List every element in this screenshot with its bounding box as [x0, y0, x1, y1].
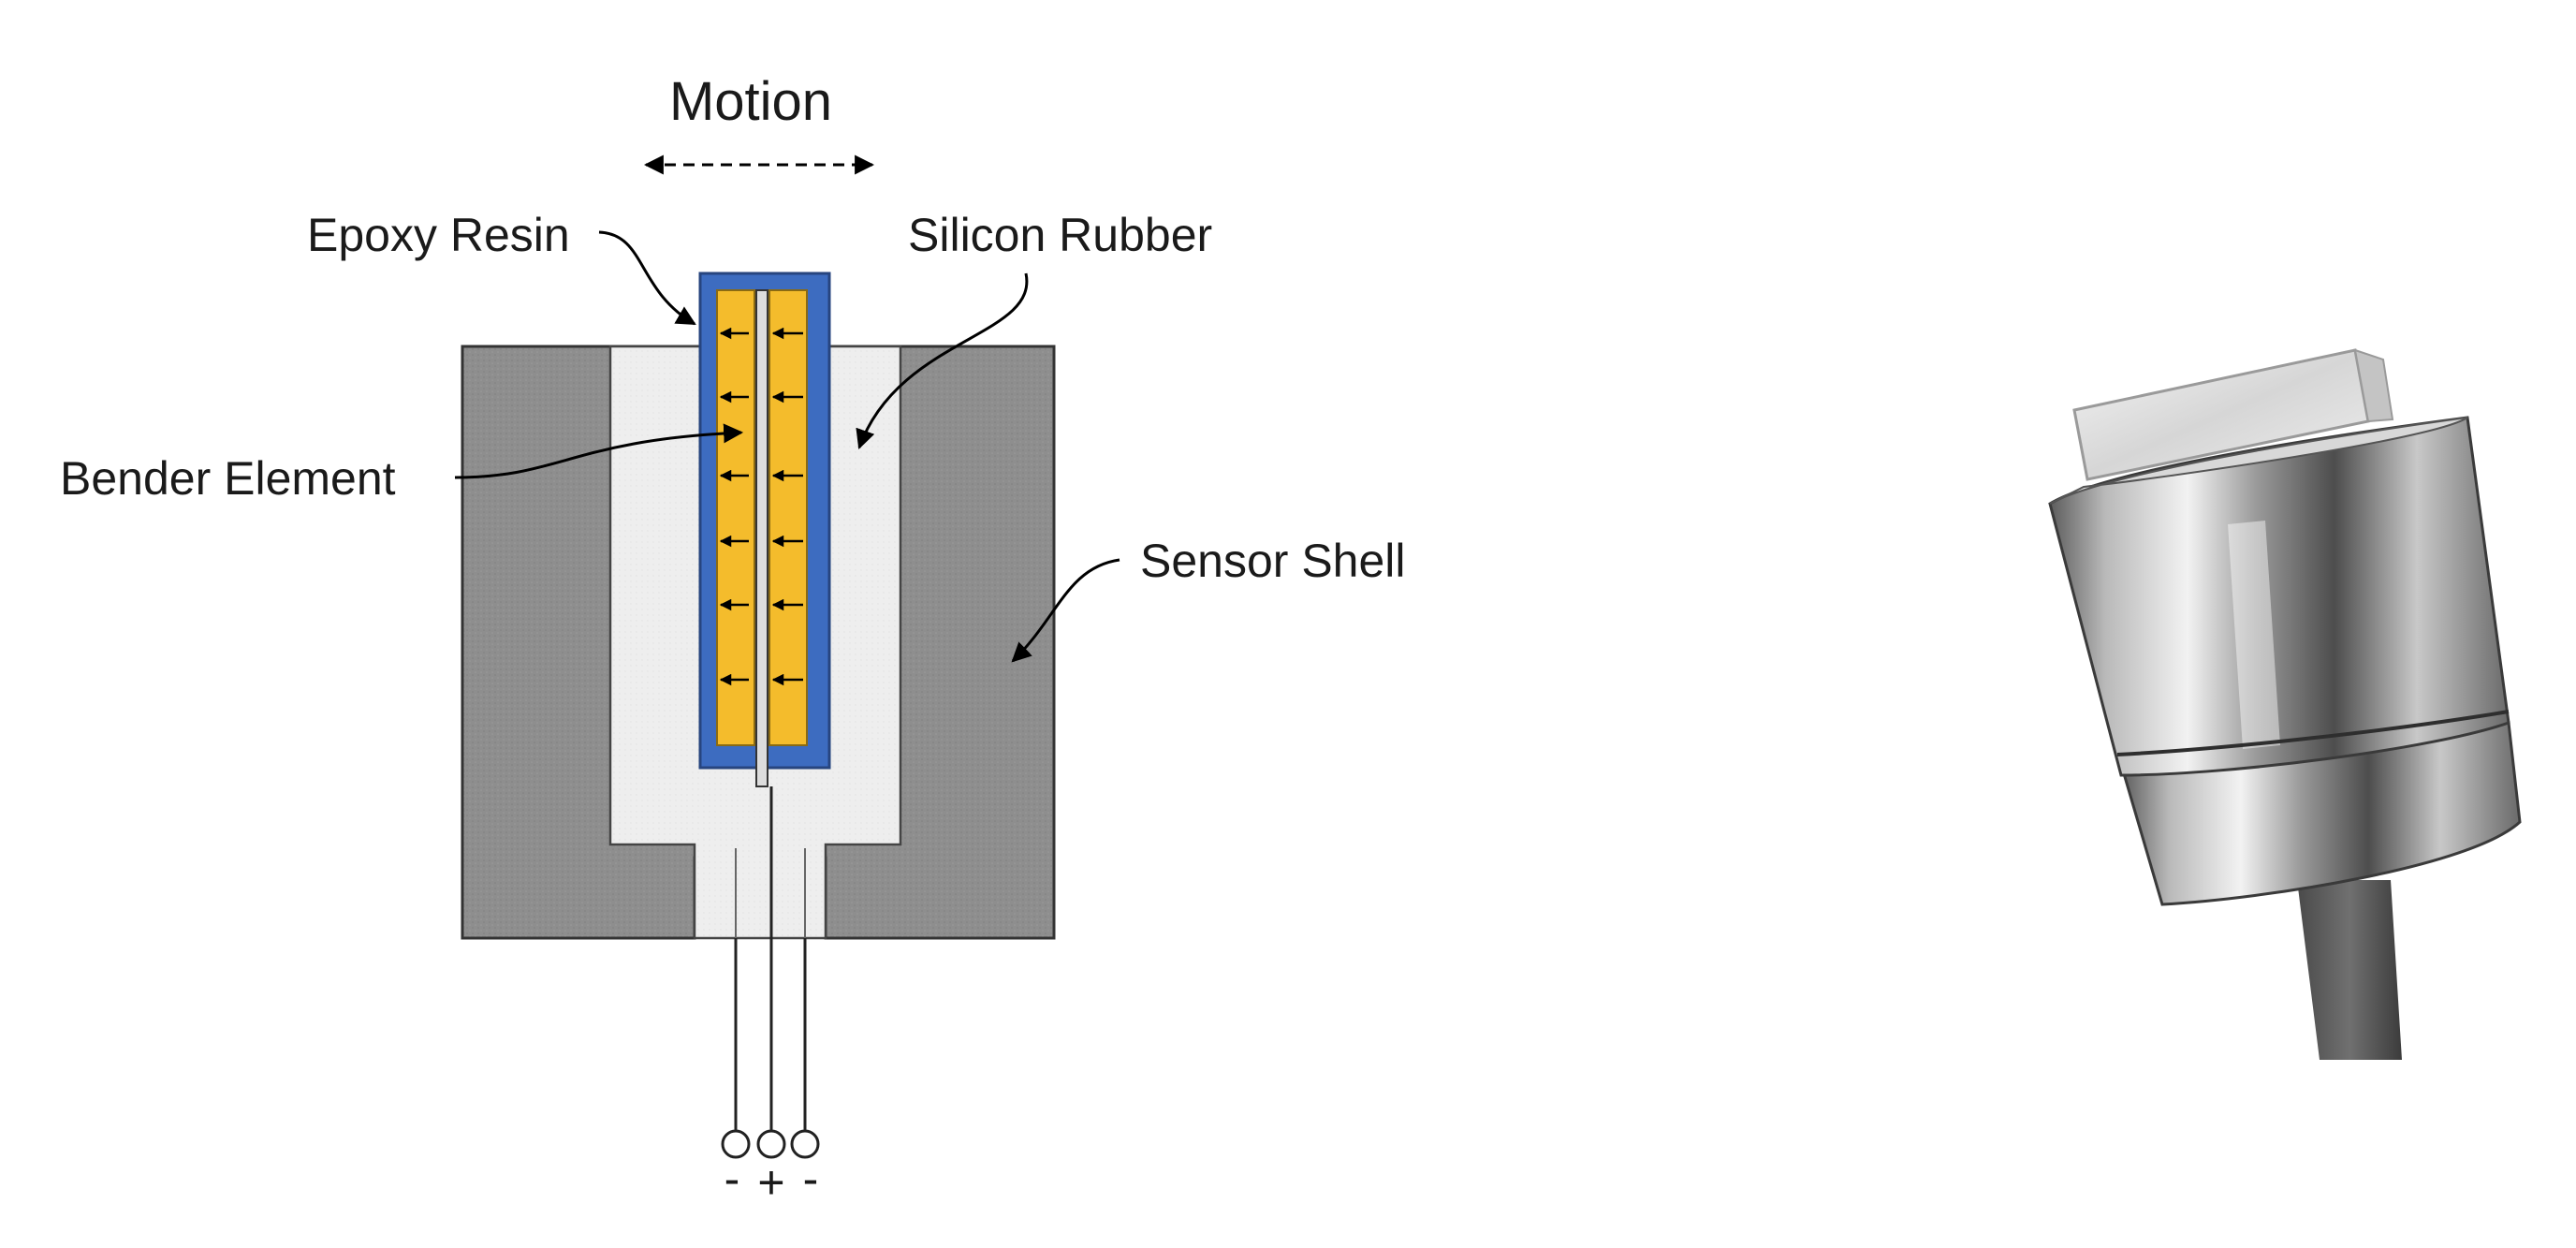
- epoxy-resin-leader: [598, 230, 696, 326]
- bender-shim: [755, 289, 768, 787]
- bender-plate-right: [768, 289, 808, 746]
- terminal-circle: [721, 1129, 751, 1159]
- callout-sensor-shell: Sensor Shell: [1011, 535, 1406, 663]
- polarization-arrows: [719, 327, 803, 686]
- callout-bender-element: Bender Element: [60, 423, 744, 505]
- sensor-highlight: [2228, 521, 2280, 749]
- bender-element-label: Bender Element: [60, 452, 396, 505]
- terminal-circle: [756, 1129, 786, 1159]
- sensor-seam: [2116, 710, 2510, 756]
- bender-element: [716, 289, 808, 787]
- sensor-top-rim: [2049, 417, 2468, 505]
- bender-element-leader: [454, 423, 744, 479]
- terminal-polarity-left: -: [724, 1153, 740, 1205]
- bender-plate-left: [716, 289, 755, 746]
- epoxy-resin-label: Epoxy Resin: [307, 209, 570, 261]
- sensor-photo: [2048, 348, 2522, 1060]
- callout-epoxy-resin: Epoxy Resin: [307, 209, 696, 326]
- sensor-cable: [2297, 880, 2402, 1060]
- sensor-shell-leader: [1011, 558, 1120, 663]
- sensor-shell-label: Sensor Shell: [1140, 535, 1406, 587]
- sensor-body: [2048, 416, 2510, 777]
- motion-indicator: Motion: [643, 71, 875, 175]
- silicon-rubber-label: Silicon Rubber: [908, 209, 1212, 261]
- terminal-polarity-right: -: [803, 1153, 819, 1205]
- motion-label: Motion: [669, 71, 832, 132]
- callout-silicon-rubber: Silicon Rubber: [856, 209, 1212, 449]
- terminal-polarity: - + -: [724, 1153, 819, 1209]
- terminal-polarity-center: +: [757, 1156, 784, 1209]
- lead-wires: [734, 786, 807, 1131]
- terminals: [721, 1129, 820, 1159]
- terminal-circle: [790, 1129, 820, 1159]
- sensor-epoxy-cap-side: [2353, 348, 2394, 423]
- silicon-rubber-leader: [856, 272, 1029, 449]
